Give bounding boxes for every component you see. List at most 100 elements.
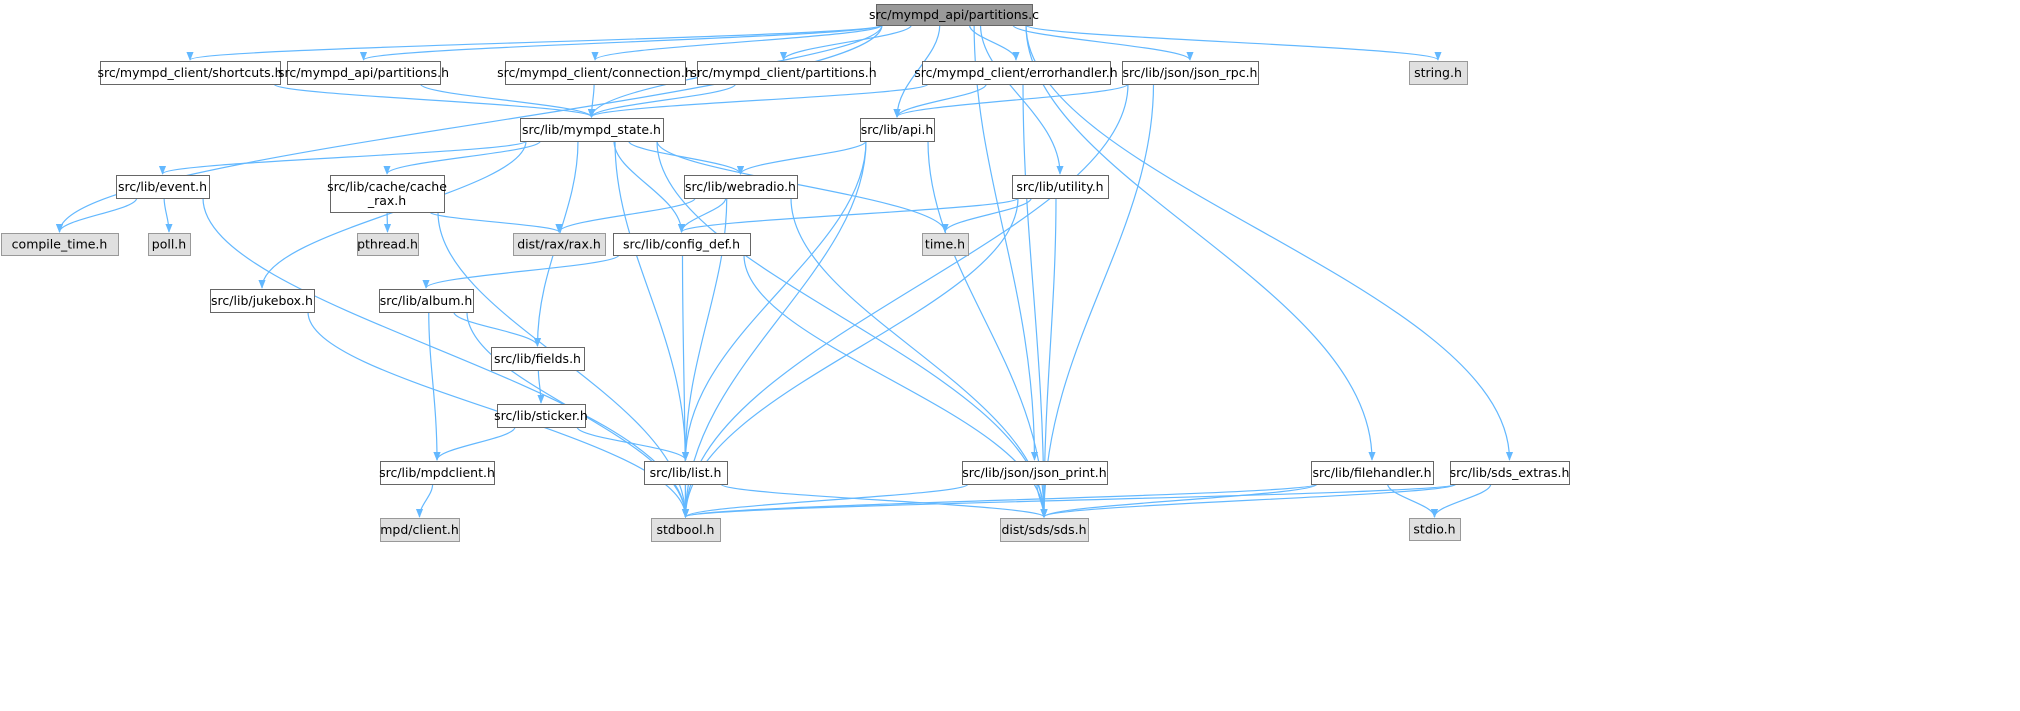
node-box xyxy=(100,61,281,85)
node-box xyxy=(1409,518,1461,541)
node-stdbool: stdbool.h xyxy=(651,518,721,542)
edge-partitions_c-to-errorhandler xyxy=(968,24,1020,61)
node-label: src/lib/event.h xyxy=(118,179,207,194)
node-box xyxy=(497,404,586,428)
edge-mympd_state-to-webradio xyxy=(628,140,745,175)
node-box xyxy=(520,118,664,142)
node-box xyxy=(357,233,419,256)
node-partitions-c[interactable]: src/mympd_api/partitions.c xyxy=(869,4,1039,26)
node-shortcuts[interactable]: src/mympd_client/shortcuts.h xyxy=(97,61,283,85)
node-fields[interactable]: src/lib/fields.h xyxy=(491,347,585,371)
node-box xyxy=(860,118,935,142)
edge-mympd_state-to-time_h xyxy=(656,140,949,233)
edge-sds_extras-to-sds xyxy=(1040,483,1457,518)
edge-partitions_c-to-api_partitions_h xyxy=(360,24,883,61)
edge-partitions_c-to-utility xyxy=(979,24,1064,175)
edge-partitions_c-to-shortcuts xyxy=(186,24,883,61)
node-box xyxy=(287,61,441,85)
node-box xyxy=(1012,175,1109,199)
node-filehandler[interactable]: src/lib/filehandler.h xyxy=(1311,461,1434,485)
node-cache-rax[interactable]: src/lib/cache/cache_rax.h xyxy=(327,175,447,213)
edge-errorhandler-to-mympd_state xyxy=(588,83,929,118)
edge-utility-to-config_def xyxy=(678,197,1019,233)
node-api-partitions-h[interactable]: src/mympd_api/partitions.h xyxy=(278,61,449,85)
node-list[interactable]: src/lib/list.h xyxy=(644,461,728,485)
node-config-def[interactable]: src/lib/config_def.h xyxy=(613,233,751,256)
node-sds: dist/sds/sds.h xyxy=(1000,518,1089,542)
edge-cache_rax-to-rax xyxy=(429,211,563,233)
node-connection[interactable]: src/mympd_client/connection.h xyxy=(497,61,693,85)
node-event[interactable]: src/lib/event.h xyxy=(116,175,210,199)
node-box xyxy=(697,61,871,85)
node-label: src/lib/album.h xyxy=(380,293,473,308)
node-label: src/mympd_client/partitions.h xyxy=(690,65,876,80)
node-box xyxy=(684,175,798,199)
edge-partitions_c-to-compile_time xyxy=(55,24,883,233)
node-box xyxy=(644,461,728,485)
edge-json_print-to-stdbool xyxy=(682,483,969,518)
edge-partitions_c-to-client_partitions xyxy=(779,24,912,61)
edge-config_def-to-album xyxy=(422,254,620,289)
edge-event-to-poll xyxy=(163,197,173,233)
node-album[interactable]: src/lib/album.h xyxy=(379,289,474,313)
edge-client_partitions-to-mympd_state xyxy=(587,83,737,118)
edge-json_rpc-to-api xyxy=(893,83,1129,118)
node-label: src/lib/list.h xyxy=(650,465,722,480)
edge-utility-to-time_h xyxy=(941,197,1032,233)
node-label: stdio.h xyxy=(1413,522,1455,537)
node-label: src/mympd_api/partitions.h xyxy=(278,65,449,80)
node-label: src/lib/webradio.h xyxy=(685,179,796,194)
node-sticker[interactable]: src/lib/sticker.h xyxy=(494,404,588,428)
node-json-print[interactable]: src/lib/json/json_print.h xyxy=(962,461,1108,485)
node-box xyxy=(379,289,474,313)
node-box xyxy=(613,233,751,256)
node-box xyxy=(513,233,606,256)
node-utility[interactable]: src/lib/utility.h xyxy=(1012,175,1109,199)
node-jukebox[interactable]: src/lib/jukebox.h xyxy=(210,289,315,313)
node-label: string.h xyxy=(1414,65,1462,80)
node-label: src/lib/config_def.h xyxy=(623,237,740,252)
node-pthread: pthread.h xyxy=(357,233,419,256)
edge-api-to-stdbool xyxy=(681,140,867,518)
node-box xyxy=(651,518,721,542)
edge-json_rpc-to-sds xyxy=(1040,83,1155,518)
node-poll: poll.h xyxy=(148,233,191,256)
node-box xyxy=(210,289,315,313)
edge-filehandler-to-sds xyxy=(1040,483,1318,518)
node-box xyxy=(491,347,585,371)
node-label: src/lib/utility.h xyxy=(1016,179,1103,194)
edge-sticker-to-mpdclient xyxy=(433,426,516,461)
node-label: dist/rax/rax.h xyxy=(517,237,601,252)
node-mympd-state[interactable]: src/lib/mympd_state.h xyxy=(520,118,664,142)
node-box xyxy=(1450,461,1570,485)
node-label: src/lib/api.h xyxy=(861,122,934,137)
node-label: src/mympd_client/shortcuts.h xyxy=(97,65,282,80)
edge-sticker-to-list xyxy=(576,426,690,461)
node-label: src/lib/cache/cache xyxy=(327,179,447,194)
edge-album-to-mpdclient xyxy=(428,311,441,461)
edge-partitions_c-to-sds_extras xyxy=(1025,24,1514,461)
node-label: dist/sds/sds.h xyxy=(1001,522,1086,537)
node-client-partitions[interactable]: src/mympd_client/partitions.h xyxy=(690,61,877,85)
node-webradio[interactable]: src/lib/webradio.h xyxy=(684,175,798,199)
edge-shortcuts-to-mympd_state xyxy=(273,83,595,118)
node-sds-extras[interactable]: src/lib/sds_extras.h xyxy=(1450,461,1570,485)
node-box xyxy=(962,461,1108,485)
node-box xyxy=(876,4,1033,26)
node-mpdclient[interactable]: src/lib/mpdclient.h xyxy=(379,461,495,485)
node-mpd-client: mpd/client.h xyxy=(380,518,460,542)
node-box xyxy=(922,233,969,256)
edge-list-to-sds xyxy=(720,483,1048,518)
node-box xyxy=(330,175,445,213)
node-label: pthread.h xyxy=(357,237,418,252)
edge-mympd_state-to-sds xyxy=(656,140,1048,518)
node-label: _rax.h xyxy=(367,193,406,208)
node-json-rpc[interactable]: src/lib/json/json_rpc.h xyxy=(1122,61,1259,85)
node-label: src/lib/jukebox.h xyxy=(211,293,313,308)
node-errorhandler[interactable]: src/mympd_client/errorhandler.h xyxy=(914,61,1118,85)
node-box xyxy=(1,233,119,256)
node-api[interactable]: src/lib/api.h xyxy=(860,118,935,142)
node-time-h: time.h xyxy=(922,233,969,256)
edge-partitions_c-to-json_rpc xyxy=(1012,24,1194,61)
